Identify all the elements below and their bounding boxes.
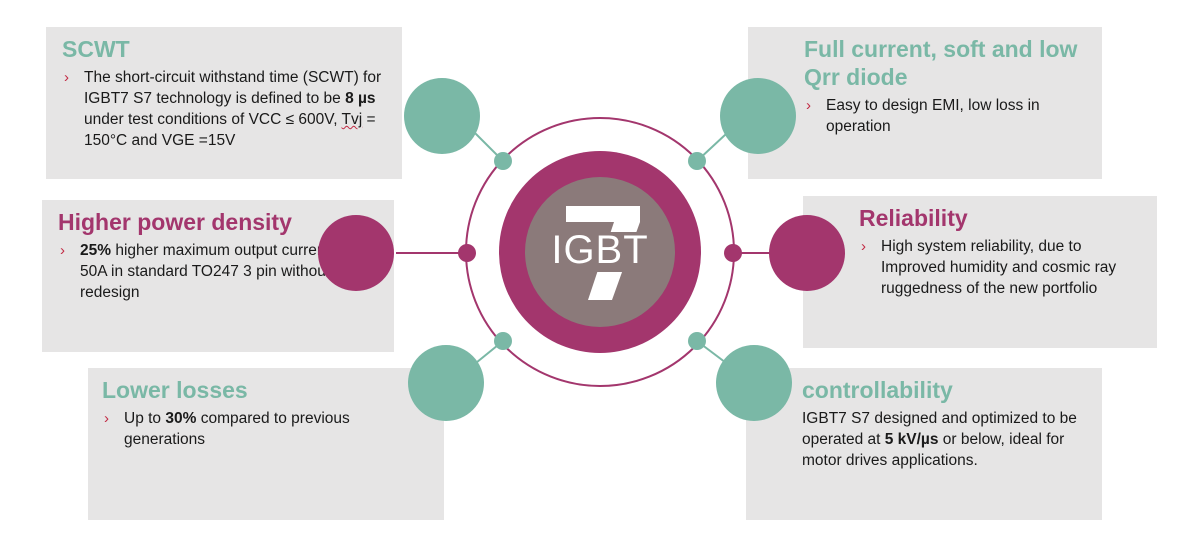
igbt-label: IGBT: [551, 228, 649, 272]
control-title: controllability: [802, 377, 953, 403]
diode-box: Full current, soft and low Qrr diode ›Ea…: [748, 27, 1102, 179]
bullet-icon: ›: [64, 69, 69, 86]
bullet-icon: ›: [60, 242, 65, 259]
reliability-text: ›High system reliability, due to Improve…: [861, 238, 1117, 297]
bullet-icon: ›: [861, 238, 866, 255]
node-dot: [688, 152, 706, 170]
node-dot: [458, 244, 476, 262]
seven-numeral-icon: [566, 206, 640, 300]
satellite-circle-losses: [408, 345, 484, 421]
bullet-icon: ›: [104, 410, 109, 427]
satellite-circle-reliability: [769, 215, 845, 291]
diode-text: ›Easy to design EMI, low loss in operati…: [806, 97, 1040, 135]
scwt-text: ›The short-circuit withstand time (SCWT)…: [64, 69, 382, 149]
node-dot: [494, 152, 512, 170]
reliability-title: Reliability: [859, 205, 968, 231]
satellite-circle-control: [716, 345, 792, 421]
losses-box: Lower losses ›Up to 30% compared to prev…: [88, 368, 444, 520]
reliability-box: Reliability ›High system reliability, du…: [803, 196, 1157, 348]
diode-title: Full current, soft and low Qrr diode: [804, 36, 1078, 90]
node-dot: [494, 332, 512, 350]
node-dot: [688, 332, 706, 350]
scwt-title: SCWT: [62, 36, 130, 62]
label-backdrop: [548, 232, 652, 272]
control-text: IGBT7 S7 designed and optimized to be op…: [802, 410, 1077, 469]
satellite-circle-power: [318, 215, 394, 291]
losses-text: ›Up to 30% compared to previous generati…: [104, 410, 350, 448]
control-box: controllability IGBT7 S7 designed and op…: [746, 368, 1102, 520]
scwt-box: SCWT ›The short-circuit withstand time (…: [46, 27, 402, 179]
satellite-circle-scwt: [404, 78, 480, 154]
bullet-icon: ›: [806, 97, 811, 114]
satellite-circle-diode: [720, 78, 796, 154]
node-dot: [724, 244, 742, 262]
losses-title: Lower losses: [102, 377, 248, 403]
power-text: ›25% higher maximum output current using…: [60, 242, 372, 301]
power-title: Higher power density: [58, 209, 292, 235]
